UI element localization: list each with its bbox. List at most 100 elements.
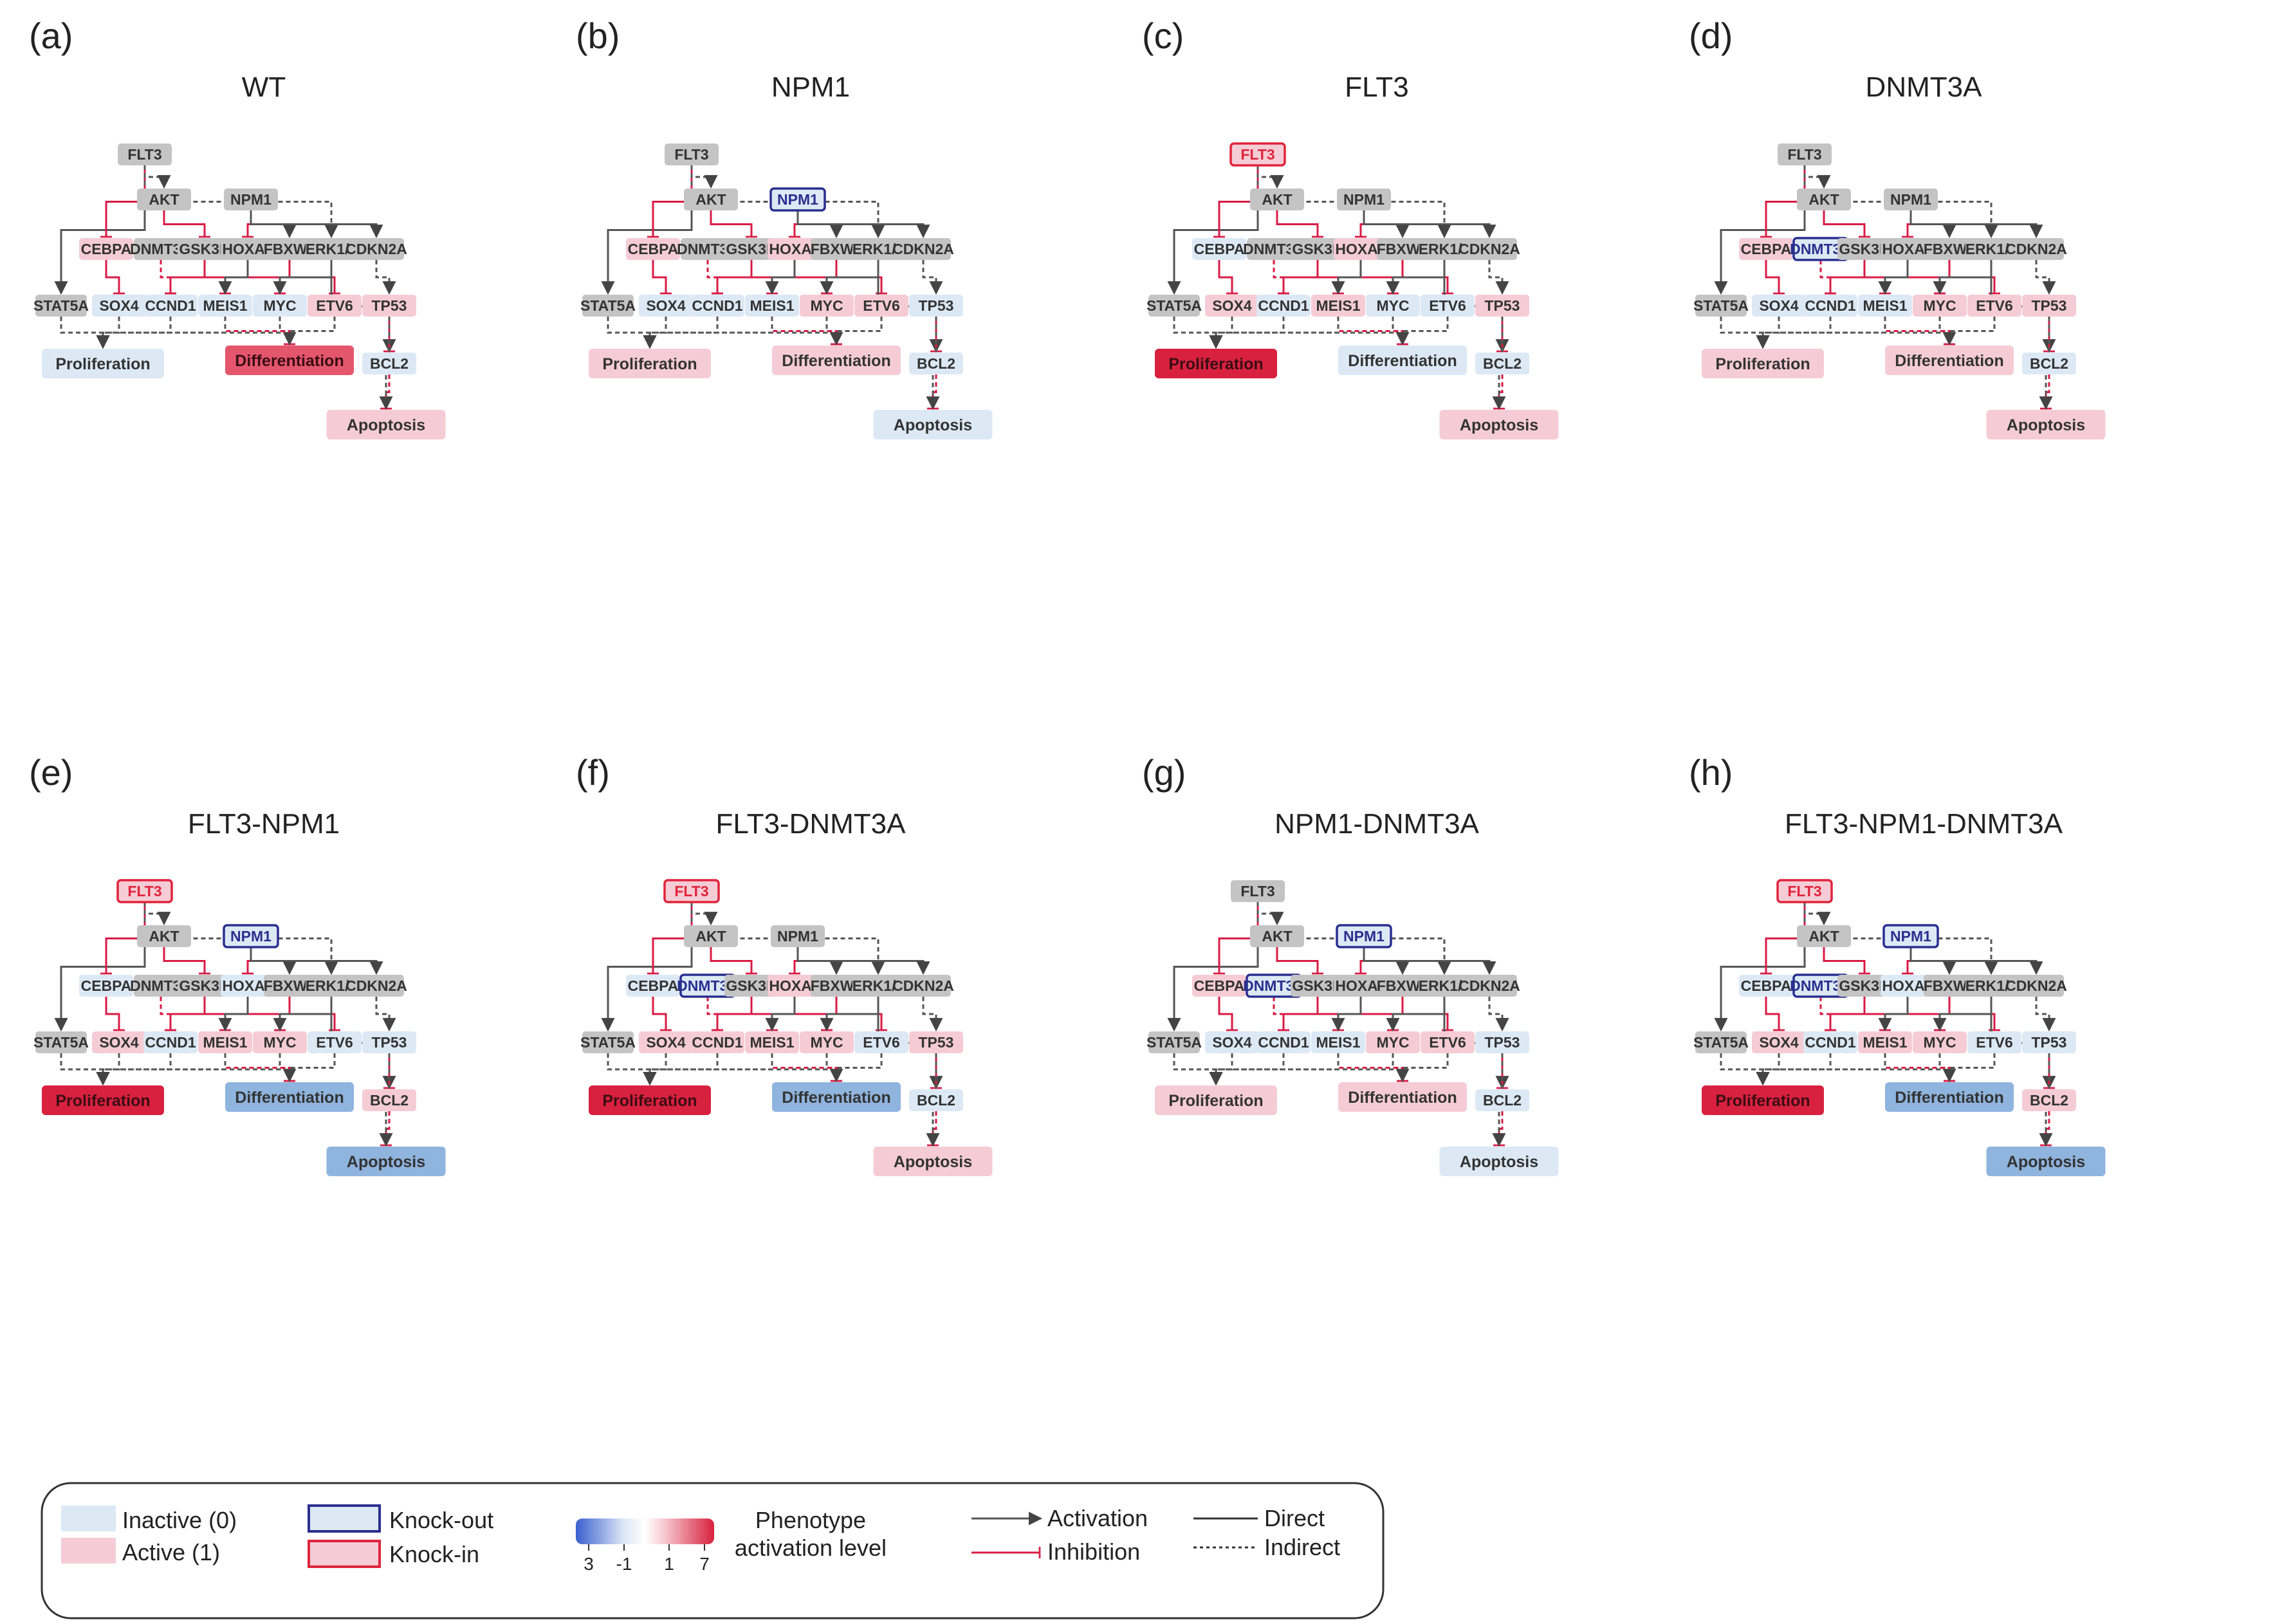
phenotype-differentiation: Differentiation <box>1885 346 2014 375</box>
phenotype-label: Proliferation <box>602 355 697 373</box>
gene-box <box>221 975 275 997</box>
gene-box <box>1695 1031 1747 1053</box>
phenotype-box <box>772 1082 901 1112</box>
gene-node-npm1: NPM1 <box>223 924 279 948</box>
gene-label: CEBPA <box>1194 977 1245 994</box>
inhibition-edge <box>1392 317 1408 346</box>
inhibition-edge <box>380 1111 392 1147</box>
gene-label: FLT3 <box>674 883 708 900</box>
panel-letter: (c) <box>1142 15 1184 56</box>
panel-letter: (b) <box>576 15 620 56</box>
gene-node-dnmt3a: DNMT3A <box>677 973 739 998</box>
phenotype-differentiation: Differentiation <box>1338 1082 1467 1112</box>
gene-label: ETV6 <box>863 1034 900 1051</box>
inhibition-edge <box>712 997 753 1031</box>
gene-label: STAT5A <box>1693 1034 1749 1051</box>
gene-label: CDKN2A <box>2005 241 2067 257</box>
gene-box <box>1148 295 1200 317</box>
gene-label: MYC <box>1376 297 1409 314</box>
activation-edge <box>1756 317 1941 349</box>
gene-box <box>745 1031 799 1053</box>
gene-node-cebpa: CEBPA <box>79 975 133 997</box>
phenotype-box <box>873 410 993 439</box>
scale-tick-label: 1 <box>664 1554 674 1574</box>
panel-title: FLT3-NPM1 <box>188 808 340 840</box>
activation-edge <box>796 947 930 975</box>
gene-box <box>143 295 198 317</box>
gene-box <box>134 238 188 260</box>
gene-node-ccnd1: CCND1 <box>690 295 744 317</box>
gene-label: MYC <box>810 297 843 314</box>
gene-box <box>1739 975 1793 997</box>
gene-label: NPM1 <box>1343 928 1385 945</box>
gene-box <box>2022 295 2076 317</box>
gene-node-meis1: MEIS1 <box>1311 295 1365 317</box>
legend-inactive: Inactive (0) <box>122 1507 237 1533</box>
inhibition-edge <box>1823 210 1870 238</box>
gene-node-sox4: SOX4 <box>1205 1031 1259 1053</box>
gene-box <box>909 295 963 317</box>
activation-edge <box>765 997 796 1032</box>
gene-label: MYC <box>1376 1034 1409 1051</box>
gene-node-erk: ERK1/2 <box>1965 975 2017 997</box>
gene-label: ETV6 <box>316 1034 353 1051</box>
phenotype-apoptosis: Apoptosis <box>1986 1147 2106 1176</box>
gene-box <box>1334 238 1388 260</box>
gene-box <box>1205 1031 1259 1053</box>
gene-node-cdkn2a: CDKN2A <box>2005 975 2067 997</box>
activation-edge <box>922 997 943 1032</box>
gene-node-bcl2: BCL2 <box>362 1089 416 1111</box>
gene-box <box>1858 295 1912 317</box>
gene-label: FLT3 <box>1240 146 1274 163</box>
gene-node-tp53: TP53 <box>362 295 416 317</box>
gene-box <box>349 975 404 997</box>
activation-edge <box>1756 1053 1941 1086</box>
activation-edge <box>601 902 693 1032</box>
gene-node-cebpa: CEBPA <box>1192 238 1246 260</box>
gene-box <box>1205 295 1259 317</box>
gene-box <box>1148 1031 1200 1053</box>
activation-edge <box>1173 317 1223 349</box>
gene-node-cdkn2a: CDKN2A <box>2005 238 2067 260</box>
gene-label: BCL2 <box>1483 355 1522 372</box>
gene-box <box>79 975 133 997</box>
gene-box <box>1247 238 1301 260</box>
edges <box>54 165 396 411</box>
gene-box <box>1739 238 1793 260</box>
gene-box <box>854 1031 908 1053</box>
inhibition-edge <box>105 260 125 295</box>
activation-edge <box>273 997 333 1032</box>
gene-box <box>909 1089 963 1111</box>
activation-edge <box>1256 902 1451 975</box>
phenotype-label: Differentiation <box>1895 352 2003 370</box>
panel-letter: (f) <box>576 752 610 793</box>
gene-box <box>1475 295 1529 317</box>
gene-node-cdkn2a: CDKN2A <box>1458 238 1520 260</box>
gene-node-npm1: NPM1 <box>771 925 825 947</box>
phenotype-label: Differentiation <box>782 1089 890 1107</box>
gene-label: ETV6 <box>1429 1034 1466 1051</box>
activation-edge <box>143 165 338 239</box>
gene-box <box>1803 295 1857 317</box>
gene-box <box>224 189 278 210</box>
gene-box <box>896 238 951 260</box>
activation-edge <box>143 902 338 975</box>
gene-box <box>896 975 951 997</box>
phenotype-proliferation: Proliferation <box>1155 1085 1277 1115</box>
gene-node-erk: ERK1/2 <box>1419 975 1470 997</box>
inhibition-edge <box>1765 997 1785 1031</box>
gene-node-npm1: NPM1 <box>769 187 826 212</box>
gene-node-flt3: FLT3 <box>1776 879 1833 903</box>
gene-box <box>1250 189 1304 210</box>
edges <box>601 165 943 411</box>
gene-node-akt: AKT <box>137 189 191 210</box>
phenotype-box <box>1338 346 1467 375</box>
gene-label: CDKN2A <box>892 241 954 257</box>
activation-edge <box>60 317 110 349</box>
